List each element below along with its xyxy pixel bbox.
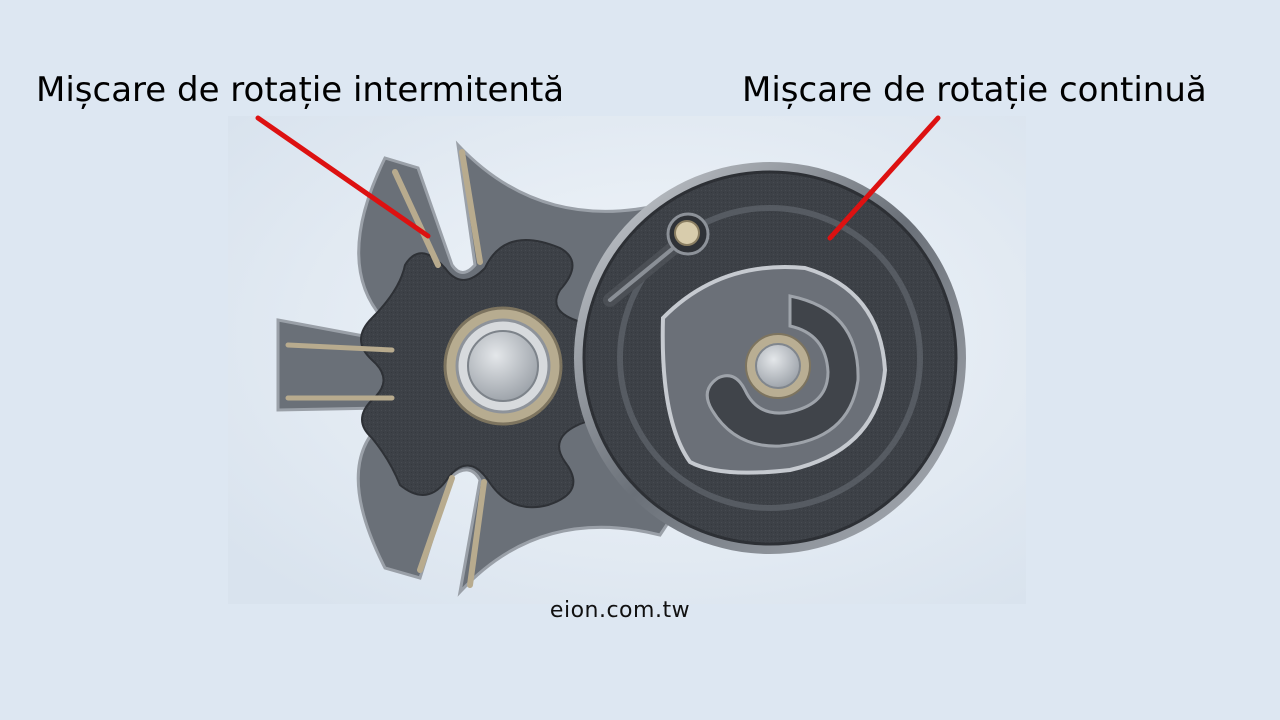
label-intermittent-rotation: Mișcare de rotație intermitentă: [36, 70, 565, 110]
drive-pin-icon: [666, 212, 710, 256]
arrow-continuous: [827, 115, 941, 241]
arrow-intermittent: [255, 115, 431, 239]
image-credit: eion.com.tw: [549, 598, 691, 623]
label-continuous-rotation: Mișcare de rotație continuă: [742, 70, 1207, 110]
drive-wheel-icon: [574, 162, 966, 554]
